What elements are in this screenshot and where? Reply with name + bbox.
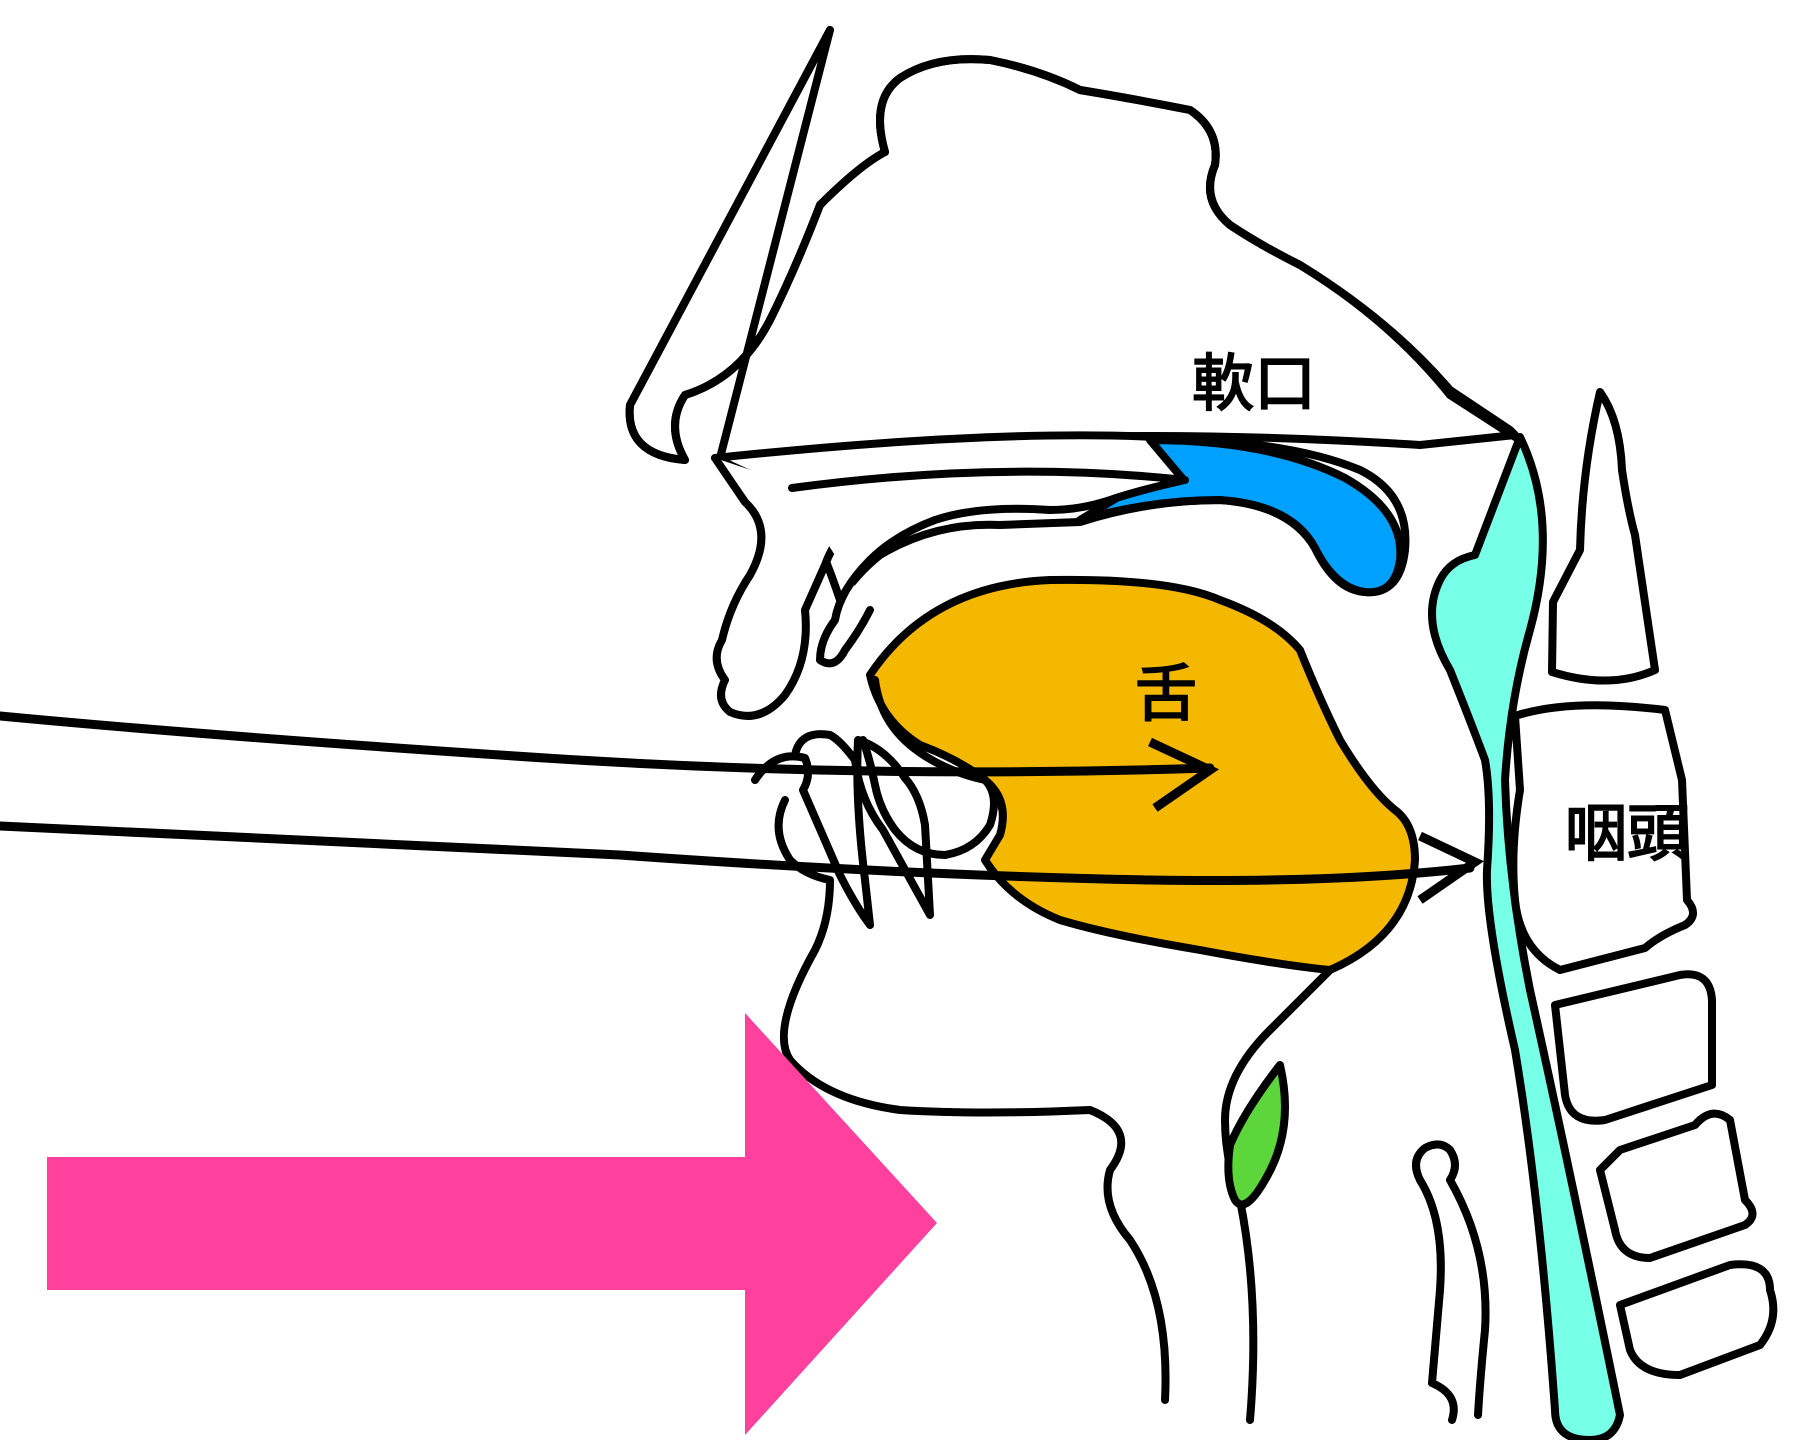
face-profile <box>630 30 1515 460</box>
soft-palate-label: 軟口 <box>1192 347 1316 420</box>
pharynx-label: 咽頭 <box>1565 797 1690 870</box>
trachea-front <box>1420 1180 1454 1420</box>
vertebra-4 <box>1620 1264 1773 1375</box>
vertebra-2 <box>1555 974 1712 1120</box>
vertebra-3 <box>1600 1114 1753 1258</box>
thyroid-cartilage <box>1228 1065 1285 1205</box>
epiglottis <box>1552 392 1655 681</box>
tongue-label: 舌 <box>1135 657 1197 730</box>
